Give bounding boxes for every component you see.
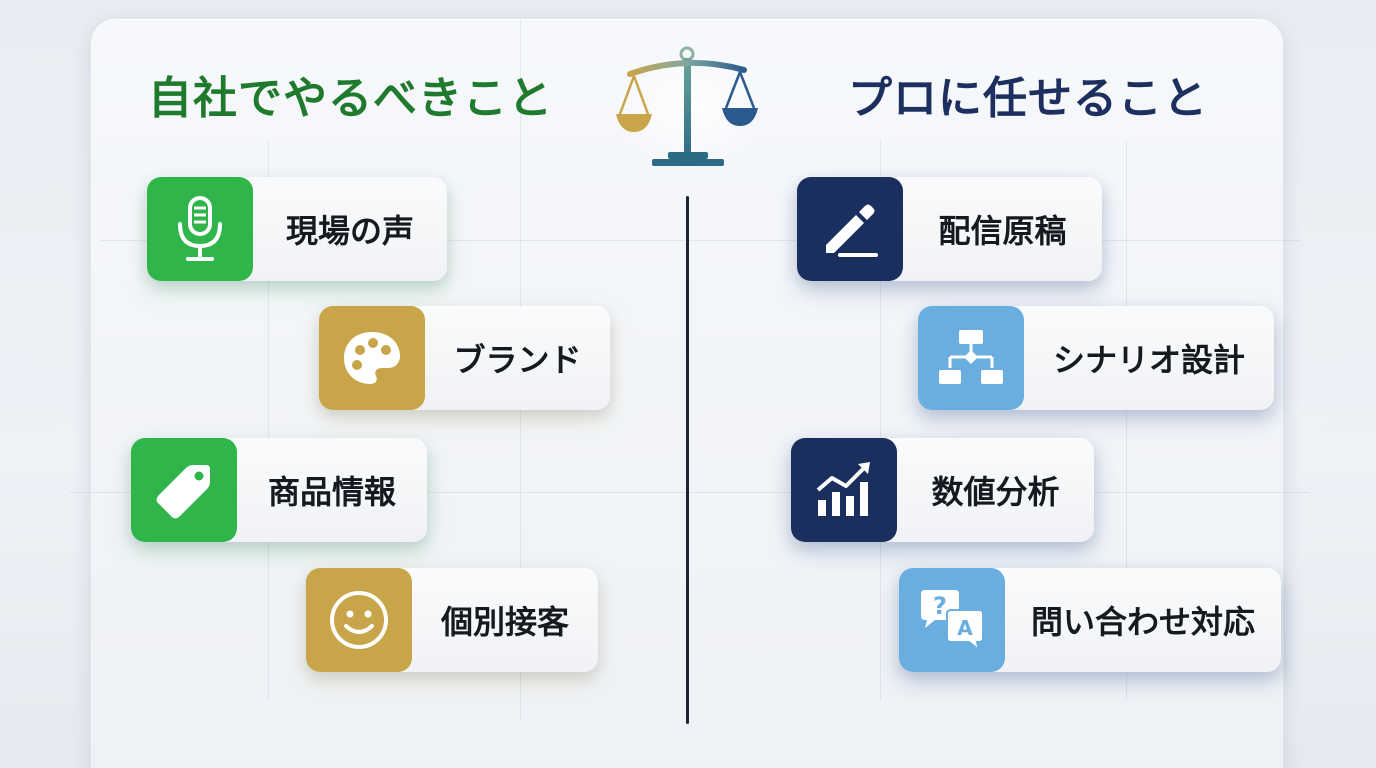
left-title: 自社でやるべきこと [148,73,553,124]
icon-container [791,438,897,542]
right-item-inquiry-support: ? A 問い合わせ対応 [899,568,1281,672]
icon-container: ? A [899,568,1005,672]
item-label: 数値分析 [931,473,1060,511]
qa-bubble-icon: ? A [921,590,984,652]
grid-line [268,140,269,700]
right-item-delivery-draft: 配信原稿 [797,177,1102,281]
left-item-personal-service: 個別接客 [306,568,598,672]
grid-line [880,140,881,700]
icon-container [918,306,1024,410]
center-divider [686,196,689,724]
left-item-voice: 現場の声 [147,177,447,281]
flowchart-icon [939,330,1003,384]
svg-text:?: ? [933,592,947,620]
item-label: 配信原稿 [938,212,1067,250]
item-label: ブランド [453,341,582,379]
item-label: 商品情報 [267,473,396,511]
icon-container [131,438,237,542]
right-title: プロに任せること [848,73,1208,124]
smiley-icon [330,591,388,649]
left-item-brand: ブランド [319,306,610,410]
grid-line [1126,140,1127,700]
grid-line [100,240,1300,241]
right-item-metrics-analysis: 数値分析 [791,438,1094,542]
icon-container [147,177,253,281]
right-item-scenario-design: シナリオ設計 [918,306,1274,410]
item-label: 現場の声 [285,212,414,250]
item-label: シナリオ設計 [1052,341,1245,379]
grid-line [70,492,1310,493]
pencil-icon [826,204,878,257]
icon-container [319,306,425,410]
microphone-icon [178,196,222,261]
icon-container [797,177,903,281]
svg-text:A: A [957,616,973,640]
bar-chart-icon [816,462,870,516]
balance-scale-icon [613,42,765,170]
tag-icon [156,465,210,519]
icon-container [306,568,412,672]
item-label: 問い合わせ対応 [1030,603,1255,641]
item-label: 個別接客 [440,603,569,641]
left-item-product-info: 商品情報 [131,438,427,542]
palette-icon [344,332,400,384]
